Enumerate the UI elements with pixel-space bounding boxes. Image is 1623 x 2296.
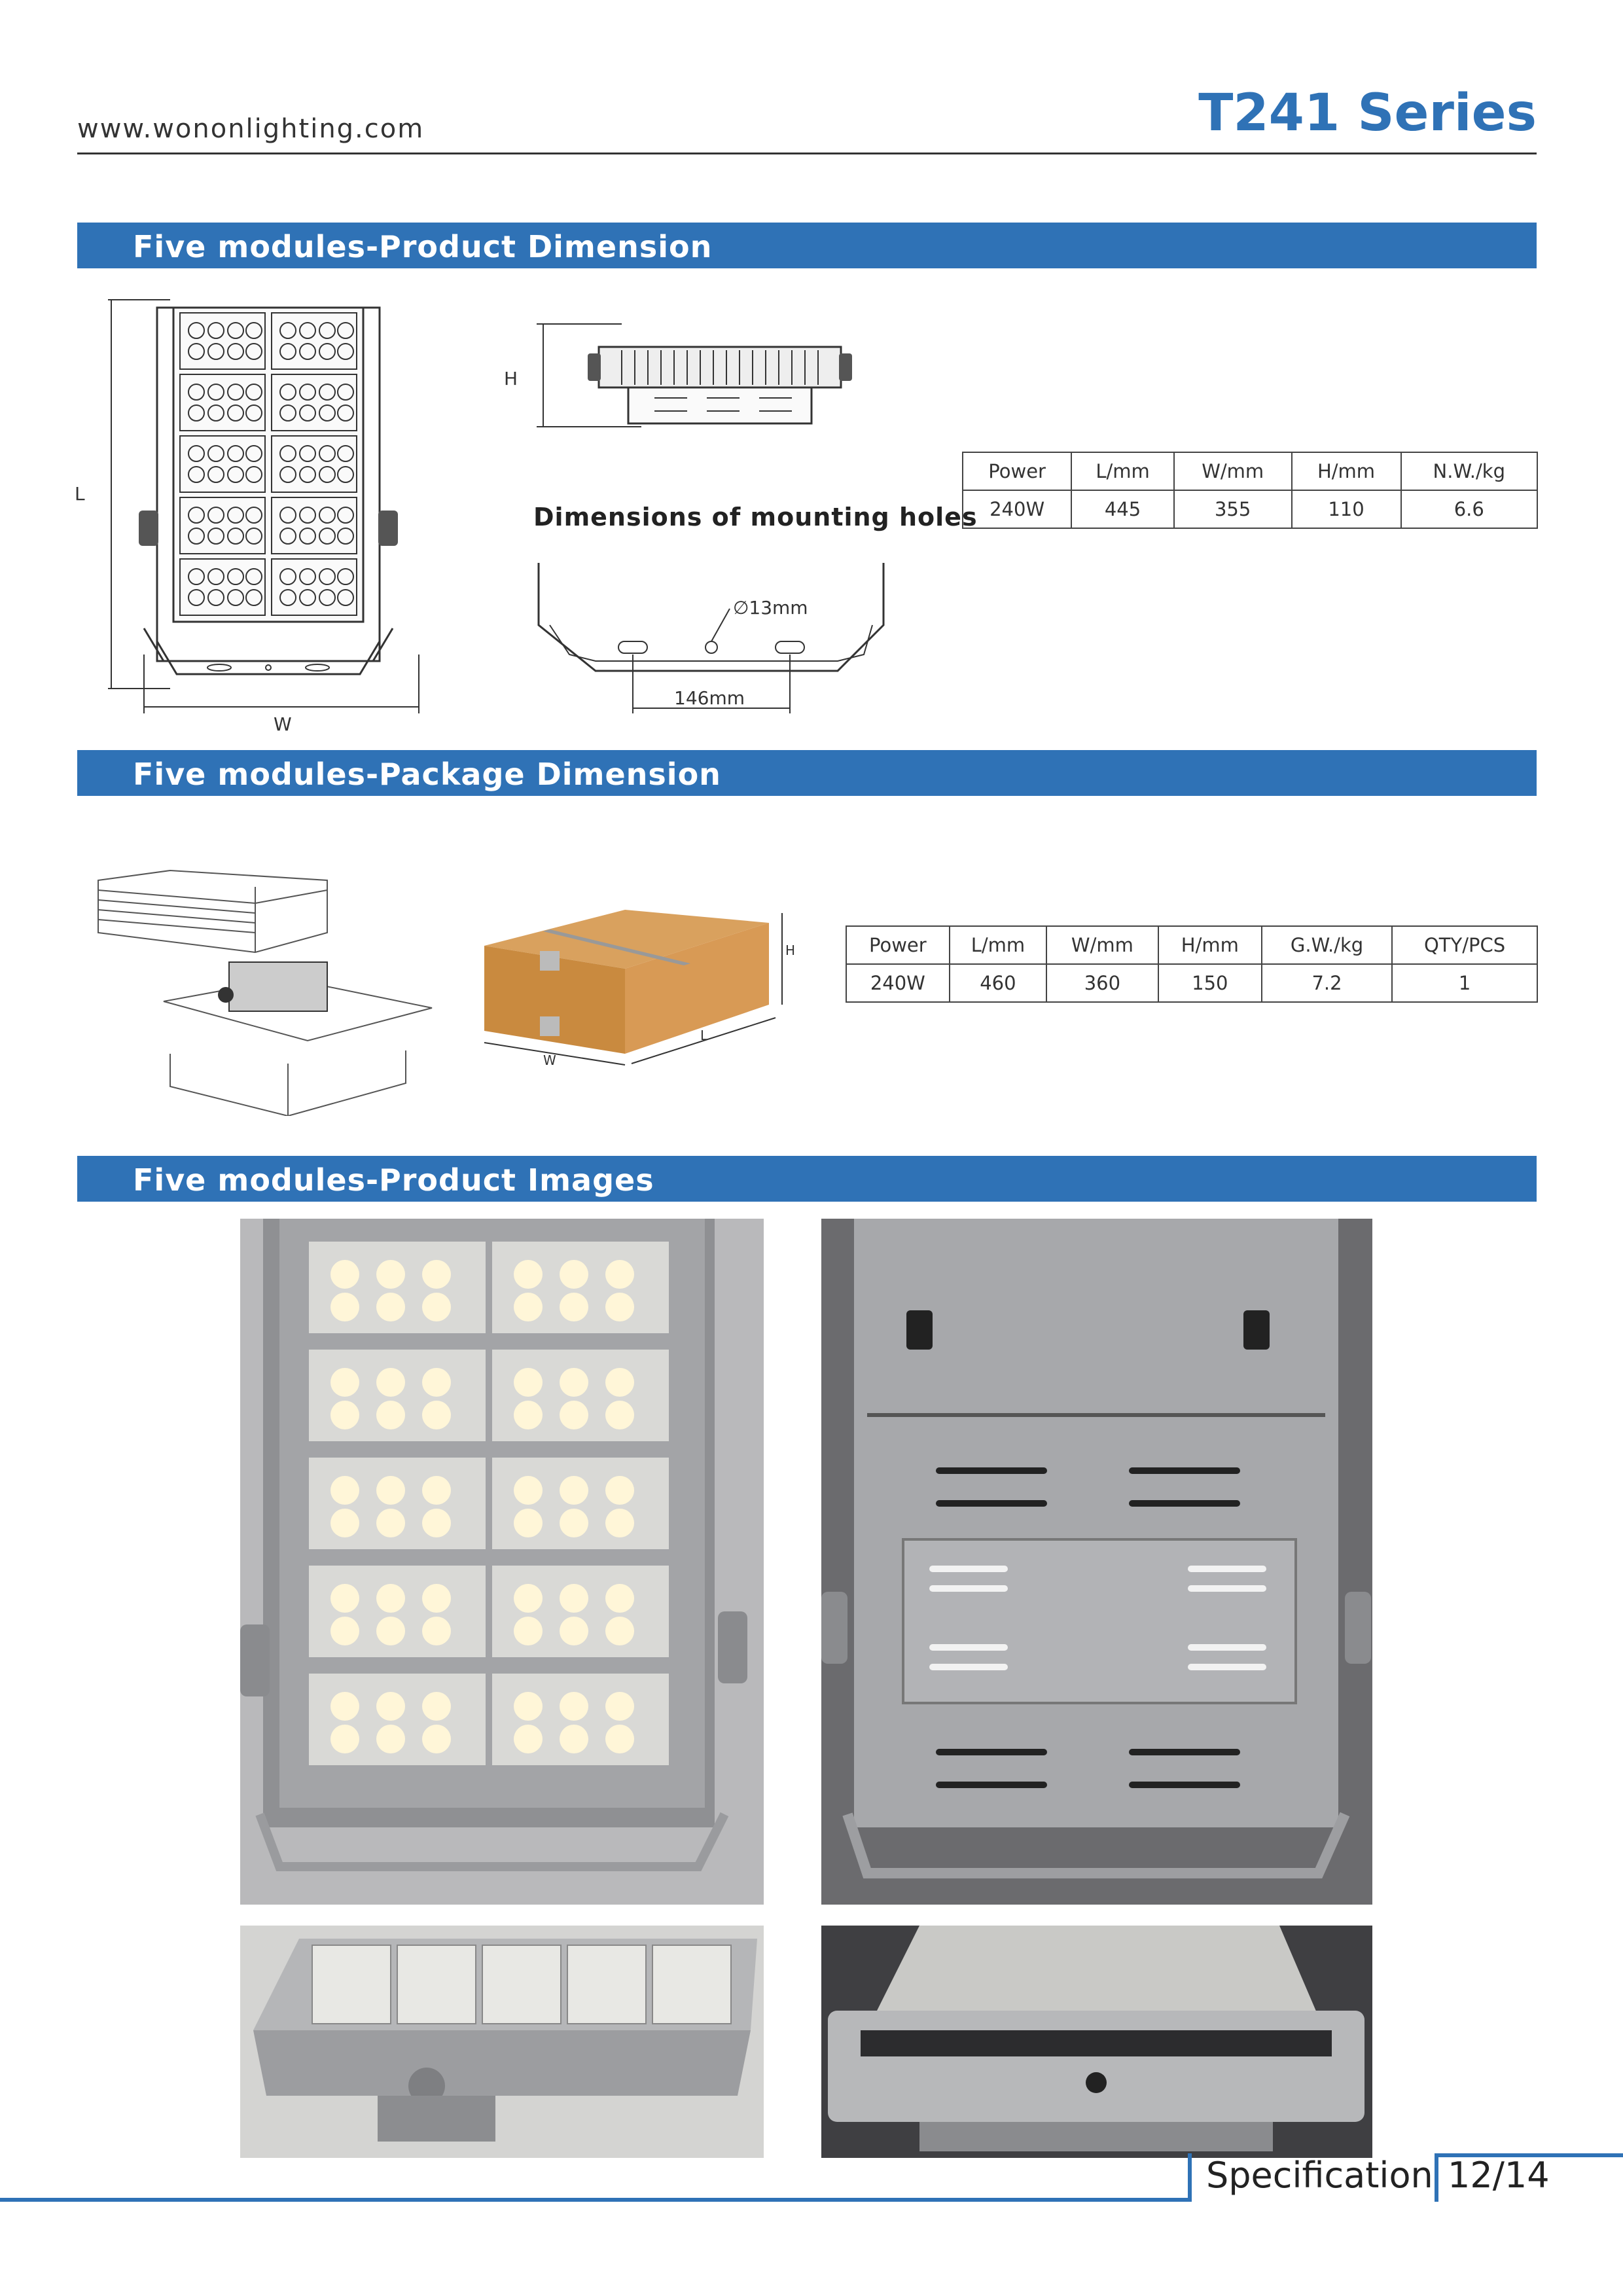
table-header-row: Power L/mm W/mm H/mm N.W./kg <box>961 452 1539 491</box>
table-header-cell: H/mm <box>1157 925 1263 965</box>
table-cell: 6.6 <box>1400 490 1539 529</box>
table-cell: 150 <box>1157 963 1263 1003</box>
label-w: W <box>274 713 292 735</box>
product-photo-side-angle <box>240 1926 764 2158</box>
hole-diameter-label: ∅13mm <box>733 597 808 619</box>
table-cell: 445 <box>1071 490 1175 529</box>
mounting-holes-title: Dimensions of mounting holes <box>533 503 978 531</box>
website-url: www.wononlighting.com <box>77 114 425 144</box>
section-bar-package-dimension: Five modules-Package Dimension <box>77 750 1537 796</box>
table-header-cell: L/mm <box>948 925 1048 965</box>
series-title: T241 Series <box>1198 84 1537 143</box>
footer-label: Specification <box>1206 2155 1433 2196</box>
footer-rule <box>0 2198 1188 2202</box>
table-header-cell: G.W./kg <box>1260 925 1393 965</box>
side-view-drawing <box>537 323 852 427</box>
carton-box-drawing <box>484 910 783 1066</box>
table-header-cell: W/mm <box>1046 925 1159 965</box>
section-title-product-dimension: Five modules-Product Dimension <box>133 229 713 264</box>
page-number: 12/14 <box>1448 2155 1550 2196</box>
table-header-cell: N.W./kg <box>1400 452 1539 491</box>
table-header-cell: Power <box>846 925 950 965</box>
section-title-package-dimension: Five modules-Package Dimension <box>133 757 721 792</box>
table-header-row: Power L/mm W/mm H/mm G.W./kg QTY/PCS <box>846 925 1538 965</box>
table-cell: 1 <box>1391 963 1538 1003</box>
footer-rule-right <box>1435 2153 1623 2157</box>
product-photo-front <box>240 1219 764 1905</box>
table-header-cell: W/mm <box>1173 452 1293 491</box>
package-label-l: L <box>700 1028 708 1043</box>
table-cell: 355 <box>1173 490 1293 529</box>
label-h: H <box>504 368 518 389</box>
table-header-cell: QTY/PCS <box>1391 925 1538 965</box>
table-row: 240W 460 360 150 7.2 1 <box>846 963 1538 1003</box>
table-cell: 460 <box>948 963 1048 1003</box>
table-row: 240W 445 355 110 6.6 <box>961 490 1539 529</box>
table-cell: 110 <box>1291 490 1402 529</box>
hole-spacing-label: 146mm <box>674 687 745 709</box>
package-label-w: W <box>543 1052 556 1068</box>
front-view-drawing <box>108 299 419 713</box>
section-bar-product-images: Five modules-Product Images <box>77 1156 1537 1202</box>
table-header-cell: Power <box>961 452 1073 491</box>
product-photo-back <box>821 1219 1372 1905</box>
footer-divider <box>1188 2153 1192 2202</box>
header-divider <box>77 152 1537 154</box>
mounting-bracket-drawing <box>537 563 885 713</box>
section-title-product-images: Five modules-Product Images <box>133 1162 654 1198</box>
footer-divider <box>1435 2153 1438 2202</box>
table-header-cell: H/mm <box>1291 452 1402 491</box>
table-cell: 240W <box>846 963 950 1003</box>
table-cell: 240W <box>961 490 1073 529</box>
section-bar-product-dimension: Five modules-Product Dimension <box>77 223 1537 268</box>
label-l: L <box>75 483 85 505</box>
table-cell: 7.2 <box>1260 963 1393 1003</box>
table-header-cell: L/mm <box>1071 452 1175 491</box>
table-cell: 360 <box>1046 963 1159 1003</box>
product-photo-end-view <box>821 1926 1372 2158</box>
package-dimension-table: Power L/mm W/mm H/mm G.W./kg QTY/PCS 240… <box>846 925 1538 1003</box>
packaging-exploded-drawing <box>98 869 433 1116</box>
package-label-h: H <box>785 942 796 958</box>
product-dimension-table: Power L/mm W/mm H/mm N.W./kg 240W 445 35… <box>961 452 1539 529</box>
